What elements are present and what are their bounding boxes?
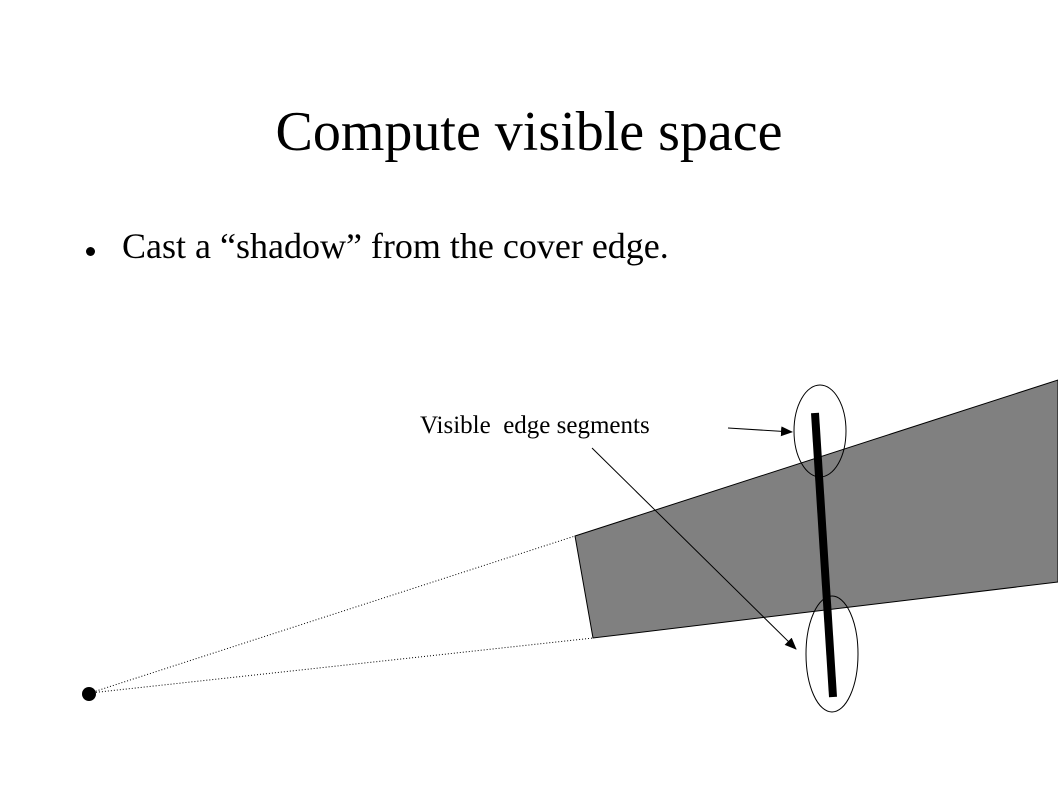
slide-title: Compute visible space <box>275 101 783 163</box>
target-edge <box>811 412 837 698</box>
visible-segment-ellipse-lower <box>805 595 859 713</box>
bullet-text: Cast a “shadow” from the cover edge. <box>122 226 669 266</box>
bullet-list: Cast a “shadow” from the cover edge. <box>86 222 669 270</box>
bullet-item: Cast a “shadow” from the cover edge. <box>86 222 669 270</box>
visible-edge-label: Visible edge segments <box>420 412 650 439</box>
arrow-to-upper-segment <box>727 426 793 437</box>
bullet-dot-icon <box>86 246 95 256</box>
arrow-to-lower-segment <box>591 447 797 650</box>
sight-line-upper <box>89 535 576 694</box>
viewer-point <box>82 687 96 701</box>
sight-line-lower <box>89 637 594 694</box>
visible-segment-ellipse-upper <box>793 384 847 478</box>
shadow-region <box>574 379 1058 639</box>
